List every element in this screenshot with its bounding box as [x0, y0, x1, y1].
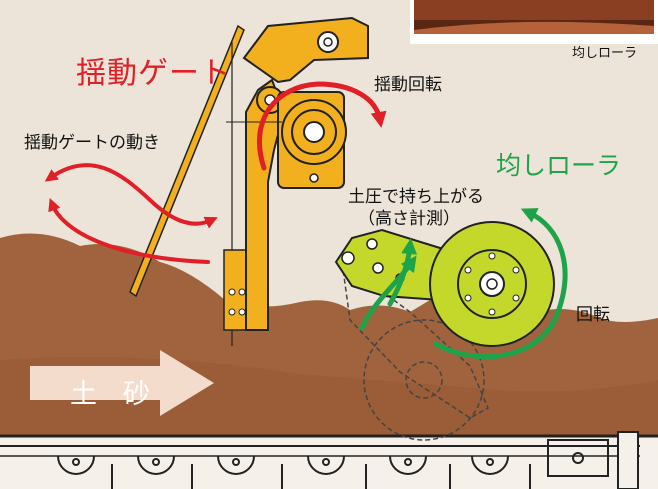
roller-lift-arrows — [359, 238, 418, 331]
inset-photo — [410, 0, 658, 44]
height-measure-label: （高さ計測） — [358, 209, 460, 229]
swing-rotation-arrow — [257, 81, 387, 171]
swing-gate-title: 揺動ゲート — [76, 56, 231, 91]
leveling-roller-title: 均しローラ — [496, 151, 622, 180]
roller-rotation-arrow — [433, 208, 568, 360]
gate-motion-arrows — [44, 163, 218, 264]
leveling-roller — [334, 221, 555, 347]
soil-label: 土砂 — [70, 379, 176, 410]
inset-photo-caption: 均しローラ — [572, 46, 638, 61]
pushed-up-label: 土圧で持ち上がる — [348, 187, 484, 207]
conveyor — [0, 431, 658, 489]
soil-direction-arrow — [30, 350, 214, 416]
swing-rotation-label: 揺動回転 — [374, 75, 442, 95]
gate-motion-label: 揺動ゲートの動き — [24, 133, 160, 153]
rotation-label: 回転 — [576, 305, 610, 325]
roller-ghost-outline — [341, 260, 489, 441]
